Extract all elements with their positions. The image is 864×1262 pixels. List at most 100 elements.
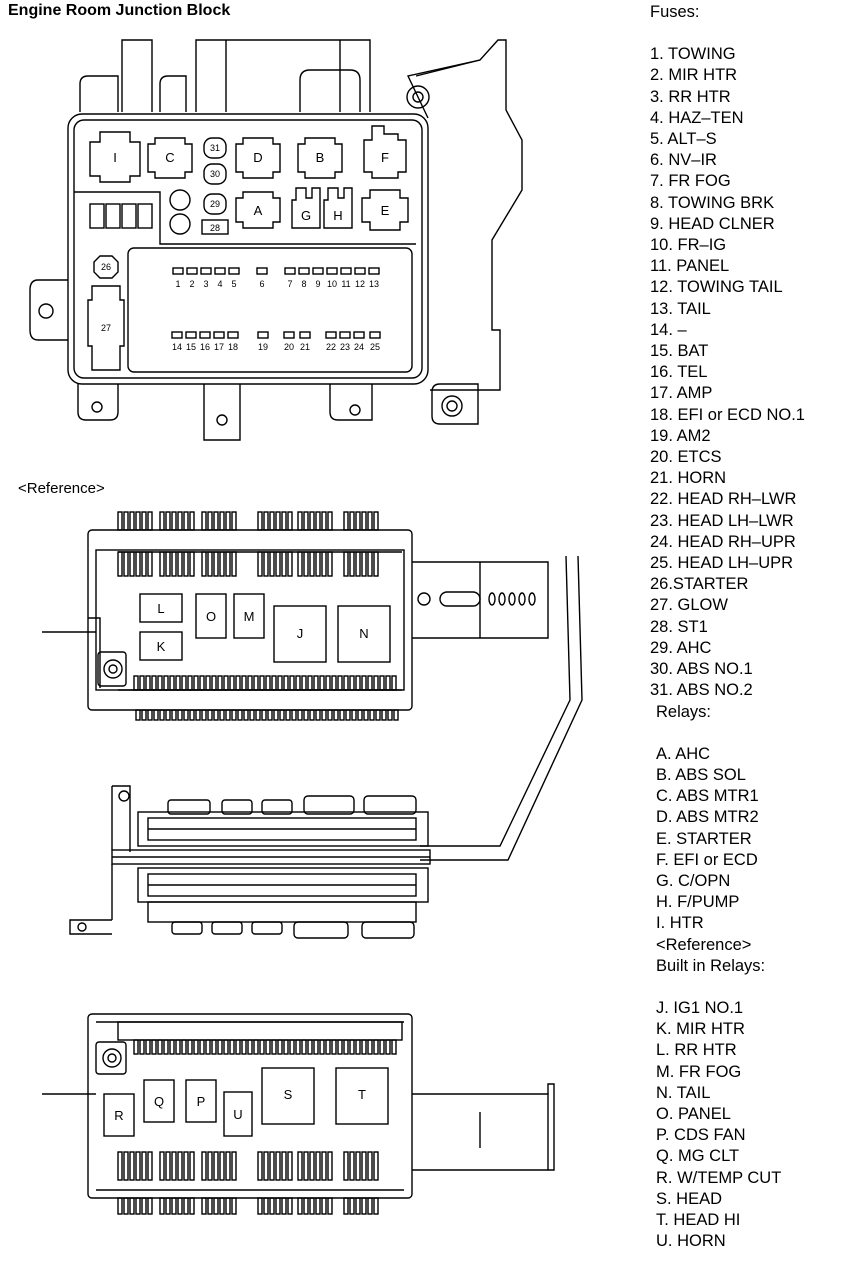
connector-pin <box>181 1039 187 1055</box>
connector-pin <box>281 1151 287 1181</box>
connector-pin <box>373 1197 379 1215</box>
fuse-legend-item: 2. MIR HTR <box>650 66 738 85</box>
fuse-socket <box>368 267 380 275</box>
connector-pin <box>275 1197 281 1215</box>
connector-pin <box>193 675 199 691</box>
connector-pin <box>207 1197 213 1215</box>
connector-pin <box>259 675 265 691</box>
connector-pin <box>325 1039 331 1055</box>
connector-pin <box>263 511 269 531</box>
relay-label-C: C <box>165 150 174 165</box>
connector-pin <box>201 1151 207 1181</box>
connector-pin <box>123 551 129 577</box>
connector-pin <box>171 551 177 577</box>
reference-upper-housing <box>42 511 549 721</box>
connector-pin <box>147 1151 153 1181</box>
fuse-legend-item: 9. HEAD CLNER <box>650 214 775 233</box>
connector-pin <box>231 1151 237 1181</box>
connector-pin <box>235 1039 241 1055</box>
connector-pin <box>257 551 263 577</box>
fuse-label-21: 21 <box>300 342 310 352</box>
connector-pin <box>319 675 325 691</box>
connector-pin <box>385 675 391 691</box>
relay-label-I: I <box>113 150 117 165</box>
relay-T-block <box>335 1067 389 1125</box>
built-in-reference: <Reference> <box>656 935 752 954</box>
connector-pin <box>231 709 237 721</box>
relay-C-socket <box>147 137 193 179</box>
connector-pin <box>361 511 367 531</box>
fuse-socket <box>257 331 269 339</box>
relay-H-socket <box>323 187 353 229</box>
relay-label-G: G <box>301 208 311 223</box>
fuse-legend-item: 10. FR–IG <box>650 236 727 255</box>
connector-pin <box>135 1151 141 1181</box>
relay-legend-item: B. ABS SOL <box>656 765 746 784</box>
connector-pin <box>141 551 147 577</box>
connector-pin <box>157 675 163 691</box>
fuse-legend-item: 6. NV–IR <box>650 151 717 170</box>
fuse-label-15: 15 <box>186 342 196 352</box>
connector-pin <box>257 511 263 531</box>
top-view-housing <box>29 39 523 441</box>
connector-pin <box>165 551 171 577</box>
connector-pin <box>201 511 207 531</box>
connector-pin <box>207 511 213 531</box>
connector-pin <box>357 709 363 721</box>
fuse-socket <box>213 331 225 339</box>
fuse-socket <box>339 331 351 339</box>
connector-pin <box>303 1197 309 1215</box>
connector-pin <box>279 709 285 721</box>
small-fuses <box>74 137 416 371</box>
connector-pin <box>241 1039 247 1055</box>
connector-pin <box>135 709 141 721</box>
connector-pin <box>189 709 195 721</box>
relay-B-socket <box>297 137 343 179</box>
built-in-relay-legend-item: K. MIR HTR <box>656 1020 745 1039</box>
relay-label-B: B <box>316 150 325 165</box>
fuse-legend-item: 26.STARTER <box>650 575 749 594</box>
connector-pin <box>199 675 205 691</box>
fuse-socket <box>284 267 296 275</box>
fuse-legend-item: 29. AHC <box>650 638 712 657</box>
connector-pin <box>151 675 157 691</box>
connector-pin <box>211 675 217 691</box>
relay-label-A: A <box>254 203 263 218</box>
connector-pin <box>205 1039 211 1055</box>
connector-pin <box>289 675 295 691</box>
connector-pin <box>129 551 135 577</box>
connector-pin <box>315 1151 321 1181</box>
connector-pin <box>175 1039 181 1055</box>
fuse-label-7: 7 <box>287 279 292 289</box>
connector-pin <box>261 709 267 721</box>
fuse-label-10: 10 <box>327 279 337 289</box>
connector-pin <box>205 675 211 691</box>
connector-pin <box>135 511 141 531</box>
fuse-socket <box>354 267 366 275</box>
connector-pin <box>309 1197 315 1215</box>
connector-pin <box>367 511 373 531</box>
connector-pin <box>287 1197 293 1215</box>
relay-P-block <box>185 1079 217 1123</box>
connector-pin <box>269 1197 275 1215</box>
connector-pin <box>123 1151 129 1181</box>
top-relay-sockets <box>89 125 409 231</box>
relay-D-socket <box>235 137 281 179</box>
fuse-26-socket <box>93 255 119 279</box>
relay-label-R: R <box>114 1108 123 1123</box>
connector-pin <box>147 551 153 577</box>
connector-pin <box>195 709 201 721</box>
connector-pin <box>349 1197 355 1215</box>
fuse-legend-item: 1. TOWING <box>650 45 736 64</box>
connector-pin <box>281 551 287 577</box>
connector-pin <box>159 511 165 531</box>
connector-pin <box>375 709 381 721</box>
fuse-legend-item: 31. ABS NO.2 <box>650 681 753 700</box>
connector-pin <box>139 675 145 691</box>
connector-pin <box>269 1151 275 1181</box>
connector-pin <box>287 511 293 531</box>
fuse-label-12: 12 <box>355 279 365 289</box>
relay-R-block <box>103 1093 135 1137</box>
connector-pin <box>129 511 135 531</box>
